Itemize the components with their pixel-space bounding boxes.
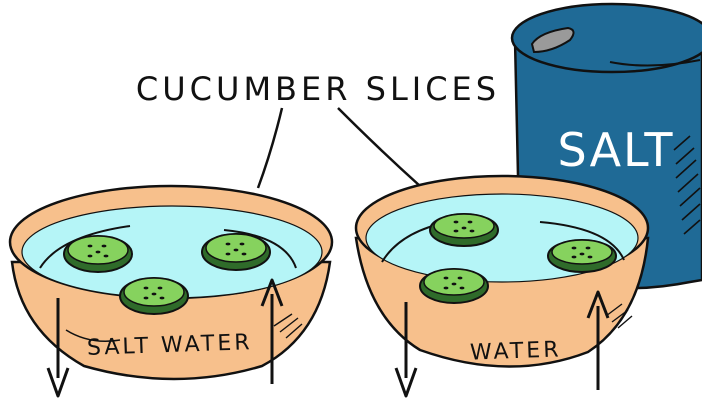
cucumber-slice-icon xyxy=(420,269,488,303)
bowl-water: WATER xyxy=(356,176,648,367)
bowl-label-water: WATER xyxy=(470,337,562,365)
salt-label: SALT xyxy=(558,123,675,177)
pointer-line-left xyxy=(258,108,282,188)
cucumber-slice-icon xyxy=(430,214,498,246)
cucumber-slice-icon xyxy=(202,234,270,270)
pointer-line-right xyxy=(338,108,420,186)
cucumber-slice-icon xyxy=(64,236,132,272)
cucumber-slice-icon xyxy=(120,278,188,314)
cucumber-slice-icon xyxy=(548,240,616,272)
page-title: CUCUMBER SLICES xyxy=(136,70,500,108)
